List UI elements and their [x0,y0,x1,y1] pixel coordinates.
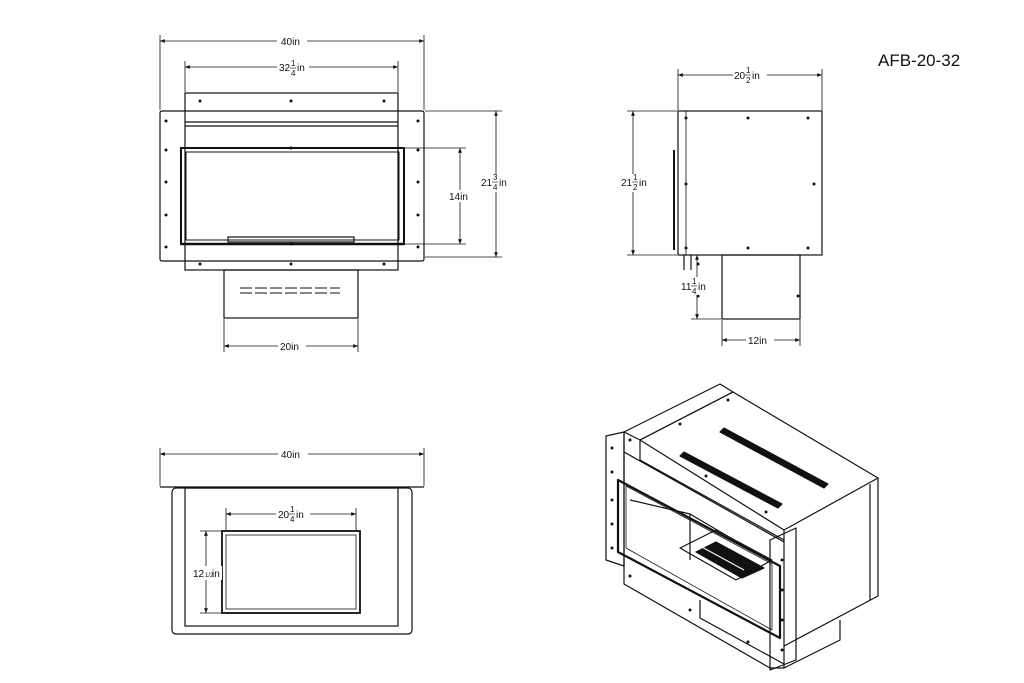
front-inner-width-unit: in [297,63,305,74]
bottom-cutout-depth-whole: 12 [193,569,205,580]
front-overall-height-whole: 21 [481,178,493,189]
side-view [673,110,823,320]
model-label: AFB-20-32 [878,51,960,70]
bottom-cutout-width-whole: 20 [278,510,290,521]
side-height-num: 1 [633,173,638,182]
front-overall-height-den: 4 [493,183,498,192]
front-view [159,92,425,319]
side-height-den: 2 [633,183,638,192]
side-height-whole: 21 [621,178,633,189]
iso-screw-holes [610,398,784,652]
front-inner-width-den: 4 [291,69,296,78]
front-overall-height-num: 3 [493,173,498,182]
side-base-depth-label: 12in [748,336,767,347]
side-height-unit: in [639,178,647,189]
side-base-height-num: 1 [692,277,697,286]
side-depth-den: 2 [746,76,751,85]
screw-holes [164,99,420,266]
bottom-cutout-width-unit: in [296,510,304,521]
bottom-view [160,486,424,635]
side-dimensions [627,69,823,346]
side-depth-num: 1 [746,66,751,75]
front-inner-width-num: 1 [291,59,296,68]
bottom-cutout-width-den: 4 [290,515,295,524]
isometric-view [605,383,879,671]
side-base-height-den: 4 [692,287,697,296]
front-base-width-label: 20in [280,342,299,353]
vent-slots [240,287,340,294]
side-depth-whole: 20 [734,71,746,82]
front-opening-height-label: 14in [449,192,468,203]
side-base-height-unit: in [698,282,706,293]
front-overall-height-unit: in [499,178,507,189]
side-depth-unit: in [752,71,760,82]
bottom-cutout-depth-frac: 1/2 [205,573,214,579]
bottom-cutout-depth-unit: in [212,569,220,580]
side-base-height-whole: 11 [681,282,692,293]
side-screw-holes [684,116,816,298]
front-overall-width-label: 40in [281,37,300,48]
bottom-overall-width-label: 40in [281,450,300,461]
bottom-cutout-width-num: 1 [290,505,295,514]
front-inner-width-whole: 32 [279,63,291,74]
